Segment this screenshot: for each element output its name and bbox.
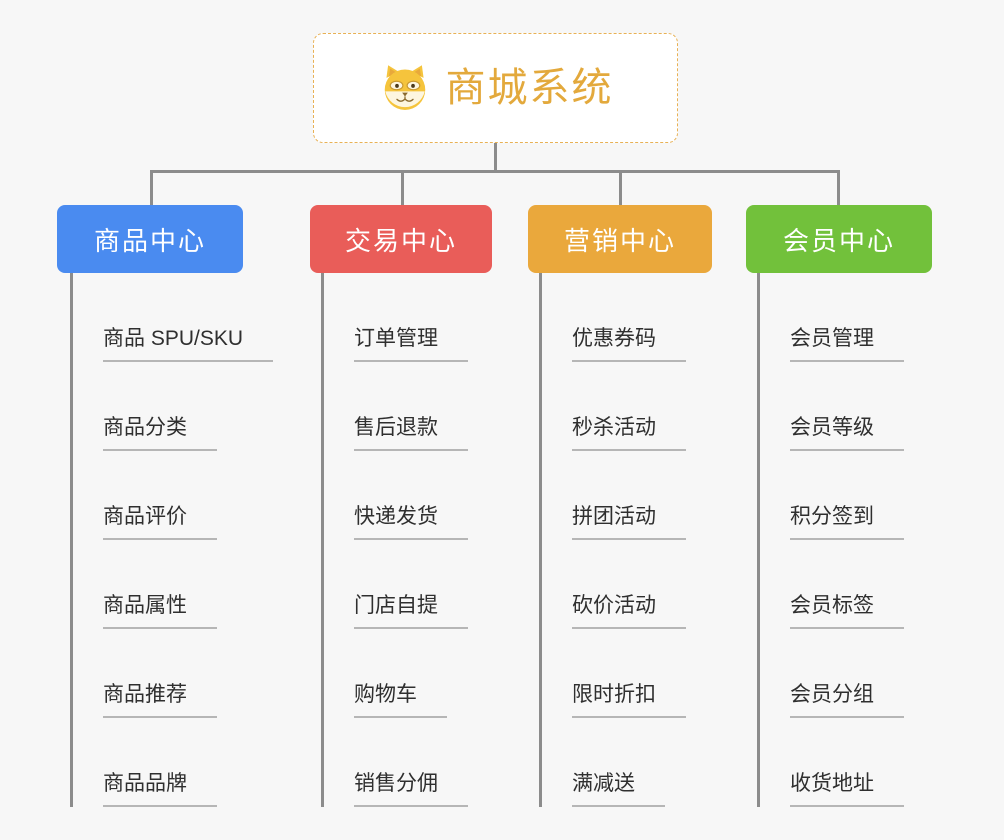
- leaf-column-1: 订单管理售后退款快递发货门店自提购物车销售分佣: [321, 273, 468, 807]
- leaf-item[interactable]: 门店自提: [321, 540, 468, 629]
- leaf-trunk-line: [321, 273, 324, 807]
- leaf-item[interactable]: 满减送: [539, 718, 686, 807]
- leaf-item-label: 会员管理: [790, 322, 904, 362]
- category-box-2[interactable]: 营销中心: [528, 205, 712, 273]
- leaf-item-label: 收货地址: [790, 767, 904, 807]
- category-label: 营销中心: [563, 225, 676, 256]
- leaf-item[interactable]: 秒杀活动: [539, 362, 686, 451]
- leaf-item-label: 商品 SPU/SKU: [103, 322, 274, 362]
- leaf-trunk-line: [70, 273, 73, 807]
- leaf-item-label: 会员分组: [790, 678, 904, 718]
- leaf-column-0: 商品 SPU/SKU 商品分类商品评价商品属性商品推荐商品品牌: [70, 273, 274, 807]
- leaf-item[interactable]: 商品 SPU/SKU: [70, 273, 274, 362]
- category-label: 商品中心: [93, 225, 206, 256]
- leaf-item-label: 拼团活动: [572, 500, 686, 540]
- leaf-trunk-line: [757, 273, 760, 807]
- leaf-item-label: 快递发货: [354, 500, 468, 540]
- shiba-dog-face-icon: [384, 65, 425, 110]
- leaf-item-label: 商品推荐: [103, 678, 217, 718]
- connector-drop-1: [401, 170, 404, 207]
- leaf-item-label: 优惠券码: [572, 322, 686, 362]
- leaf-item[interactable]: 积分签到: [757, 451, 904, 540]
- leaf-item-label: 砍价活动: [572, 589, 686, 629]
- leaf-item[interactable]: 商品品牌: [70, 718, 273, 807]
- leaf-item-label: 限时折扣: [572, 678, 686, 718]
- leaf-item-label: 秒杀活动: [572, 411, 686, 451]
- leaf-item-label: 售后退款: [354, 411, 468, 451]
- leaf-item[interactable]: 快递发货: [321, 451, 468, 540]
- leaf-column-2: 优惠券码秒杀活动拼团活动砍价活动限时折扣满减送: [539, 273, 686, 807]
- leaf-item[interactable]: 会员等级: [757, 362, 904, 451]
- category-box-0[interactable]: 商品中心: [57, 205, 243, 273]
- connector-root-stem: [494, 143, 497, 172]
- leaf-item[interactable]: 优惠券码: [539, 273, 686, 362]
- category-box-1[interactable]: 交易中心: [310, 205, 492, 273]
- category-label: 交易中心: [344, 225, 457, 256]
- leaf-item-label: 会员标签: [790, 589, 904, 629]
- leaf-item[interactable]: 商品评价: [70, 451, 273, 540]
- root-title: 商城系统: [445, 66, 614, 110]
- leaf-item-label: 商品评价: [103, 500, 217, 540]
- leaf-item-label: 购物车: [354, 678, 447, 718]
- leaf-item[interactable]: 限时折扣: [539, 629, 686, 718]
- leaf-item[interactable]: 会员管理: [757, 273, 904, 362]
- leaf-item[interactable]: 商品属性: [70, 540, 273, 629]
- leaf-item-label: 销售分佣: [354, 767, 468, 807]
- leaf-item[interactable]: 销售分佣: [321, 718, 468, 807]
- connector-drop-3: [837, 170, 840, 207]
- category-label: 会员中心: [782, 225, 895, 256]
- leaf-item-label: 商品品牌: [103, 767, 217, 807]
- leaf-column-3: 会员管理会员等级积分签到会员标签会员分组收货地址: [757, 273, 904, 807]
- leaf-trunk-line: [539, 273, 542, 807]
- leaf-item-label: 商品属性: [103, 589, 217, 629]
- leaf-item-label: 会员等级: [790, 411, 904, 451]
- leaf-item[interactable]: 拼团活动: [539, 451, 686, 540]
- leaf-item[interactable]: 售后退款: [321, 362, 468, 451]
- leaf-item[interactable]: 商品分类: [70, 362, 273, 451]
- category-box-3[interactable]: 会员中心: [746, 205, 932, 273]
- connector-drop-2: [619, 170, 622, 207]
- connector-horizontal-bus: [150, 170, 838, 173]
- leaf-item-label: 订单管理: [354, 322, 468, 362]
- leaf-item[interactable]: 商品推荐: [70, 629, 273, 718]
- leaf-item-label: 积分签到: [790, 500, 904, 540]
- leaf-item[interactable]: 砍价活动: [539, 540, 686, 629]
- leaf-item[interactable]: 购物车: [321, 629, 468, 718]
- leaf-item-label: 满减送: [572, 767, 665, 807]
- leaf-item-label: 商品分类: [103, 411, 217, 451]
- leaf-item[interactable]: 会员标签: [757, 540, 904, 629]
- leaf-item-label: 门店自提: [354, 589, 468, 629]
- leaf-item[interactable]: 订单管理: [321, 273, 468, 362]
- root-node-shop-system[interactable]: 商城系统: [313, 33, 678, 143]
- connector-drop-0: [150, 170, 153, 207]
- leaf-item[interactable]: 会员分组: [757, 629, 904, 718]
- leaf-item[interactable]: 收货地址: [757, 718, 904, 807]
